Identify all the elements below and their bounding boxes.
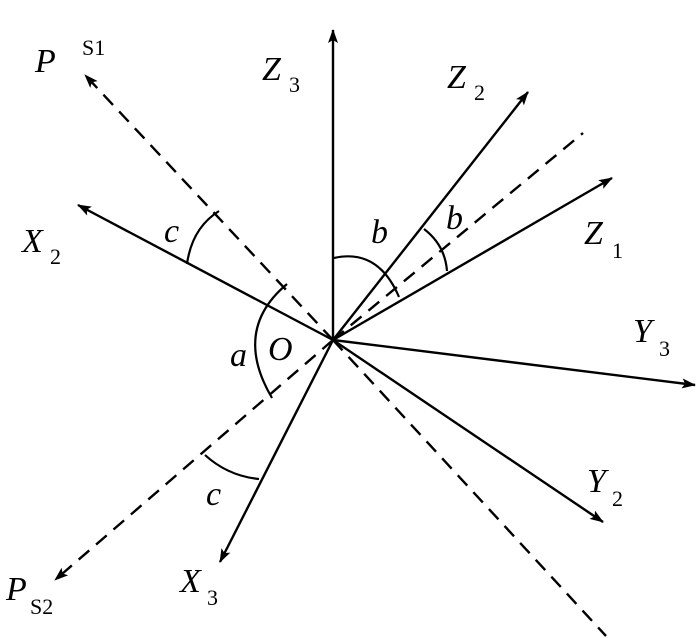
- axis-y2: [332, 339, 604, 523]
- label-origin: O: [268, 331, 293, 368]
- axis-z1: [332, 176, 613, 342]
- svg-text:1: 1: [612, 238, 623, 263]
- label-ps2: P S2: [5, 571, 53, 619]
- svg-text:2: 2: [474, 80, 485, 105]
- svg-text:2: 2: [50, 244, 61, 269]
- svg-text:S2: S2: [30, 594, 53, 619]
- svg-text:3: 3: [289, 72, 300, 97]
- svg-text:P: P: [5, 571, 27, 608]
- label-z1: Z 1: [584, 215, 623, 263]
- label-z3: Z 3: [262, 51, 300, 97]
- svg-text:X: X: [20, 223, 44, 260]
- label-x2: X 2: [20, 223, 61, 269]
- angle-label-a: a: [230, 337, 247, 374]
- svg-text:Y: Y: [587, 463, 609, 500]
- angle-arc-c-lower: [204, 454, 260, 481]
- angle-label-c-upper: c: [164, 213, 179, 250]
- label-x3: X 3: [178, 563, 218, 610]
- svg-text:Z: Z: [447, 59, 467, 96]
- svg-text:2: 2: [612, 486, 623, 511]
- label-z2: Z 2: [447, 59, 485, 105]
- svg-text:P: P: [34, 43, 56, 80]
- axis-z2: [332, 91, 529, 341]
- svg-text:Y: Y: [633, 313, 655, 350]
- dashed-line-lower-right: [332, 339, 607, 637]
- angle-label-c-lower: c: [206, 476, 221, 513]
- dashed-line-upper-right: [332, 132, 584, 341]
- angle-arc-c-upper: [185, 210, 220, 265]
- svg-text:Z: Z: [584, 215, 604, 252]
- label-ps1: P S1: [34, 35, 105, 80]
- angle-arc-b-left: [333, 255, 401, 298]
- svg-text:S1: S1: [82, 35, 105, 60]
- axis-x3: [218, 339, 335, 563]
- svg-text:3: 3: [659, 336, 670, 361]
- svg-text:3: 3: [207, 585, 218, 610]
- axis-ps2: [54, 339, 334, 581]
- axis-y3: [332, 338, 696, 389]
- angle-label-b-right: b: [446, 200, 463, 237]
- label-y2: Y 2: [587, 463, 623, 511]
- axis-ps1: [84, 74, 334, 341]
- svg-text:Z: Z: [262, 51, 282, 88]
- angle-label-b-left: b: [371, 214, 388, 251]
- svg-text:X: X: [178, 563, 202, 600]
- angle-arc-b-right: [423, 228, 449, 272]
- angle-arc-a: [254, 283, 288, 399]
- axis-x2: [77, 203, 334, 342]
- label-y3: Y 3: [633, 313, 670, 361]
